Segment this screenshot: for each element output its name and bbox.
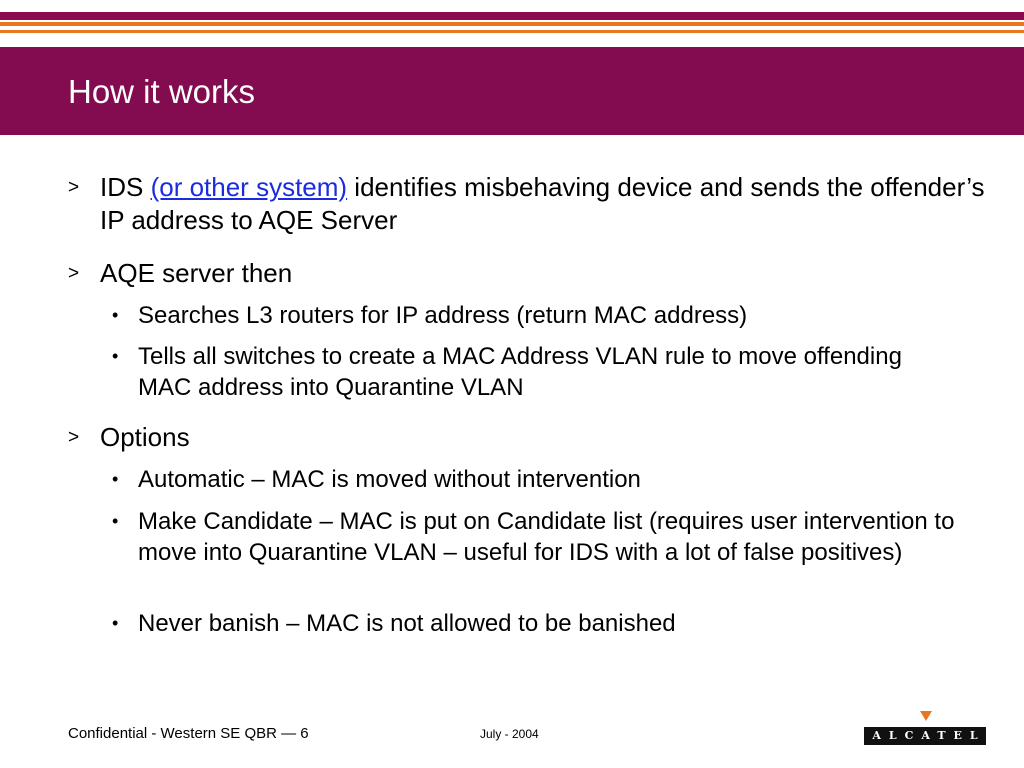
sub-bullet-marker: • [112, 346, 119, 366]
logo-wordmark: ALCATEL [864, 727, 986, 745]
sub-bullet-text: Searches L3 routers for IP address (retu… [138, 302, 748, 329]
bullet-marker: > [68, 177, 80, 198]
bullet-aqe-server: > AQE server then [68, 257, 1000, 290]
alcatel-logo: ALCATEL [864, 711, 986, 747]
sub-bullet-marker: • [112, 305, 119, 325]
bullet-marker: > [68, 427, 80, 448]
top-rule-orange-thin [0, 30, 1024, 33]
sub-bullet-marker: • [112, 469, 119, 489]
other-system-link[interactable]: (or other system) [150, 172, 348, 202]
bullet-ids: > IDS (or other system) identifies misbe… [68, 171, 1000, 237]
title-bar [0, 47, 1024, 135]
top-rule-orange [0, 22, 1024, 26]
sub-bullet-text: Never banish – MAC is not allowed to be … [138, 610, 676, 637]
sub-bullet-marker: • [112, 511, 119, 531]
slide-title: How it works [68, 73, 256, 110]
sub-bullet-text: Make Candidate – MAC is put on Candidate… [138, 508, 955, 566]
sub-bullet-marker: • [112, 613, 119, 633]
top-rule-magenta [0, 12, 1024, 20]
sub-bullet-searches: • Searches L3 routers for IP address (re… [112, 300, 998, 331]
bullet-ids-text: identifies misbehaving device and sends … [100, 172, 985, 235]
bullet-ids-prefix: IDS [100, 172, 151, 202]
sub-bullet-automatic: • Automatic – MAC is moved without inter… [112, 464, 998, 495]
footer-date: July - 2004 [480, 727, 539, 741]
bullet-options-text: Options [100, 422, 190, 452]
logo-triangle-icon [920, 711, 932, 721]
sub-bullet-text: Tells all switches to create a MAC Addre… [138, 343, 902, 401]
sub-bullet-make-candidate: • Make Candidate – MAC is put on Candida… [112, 506, 978, 568]
bullet-marker: > [68, 263, 80, 284]
sub-bullet-text: Automatic – MAC is moved without interve… [138, 466, 641, 493]
sub-bullet-tells: • Tells all switches to create a MAC Add… [112, 341, 938, 403]
footer-confidential: Confidential - Western SE QBR — 6 [68, 725, 309, 742]
bullet-aqe-text: AQE server then [100, 258, 293, 288]
sub-bullet-never-banish: • Never banish – MAC is not allowed to b… [112, 608, 998, 639]
bullet-options: > Options [68, 421, 1000, 454]
